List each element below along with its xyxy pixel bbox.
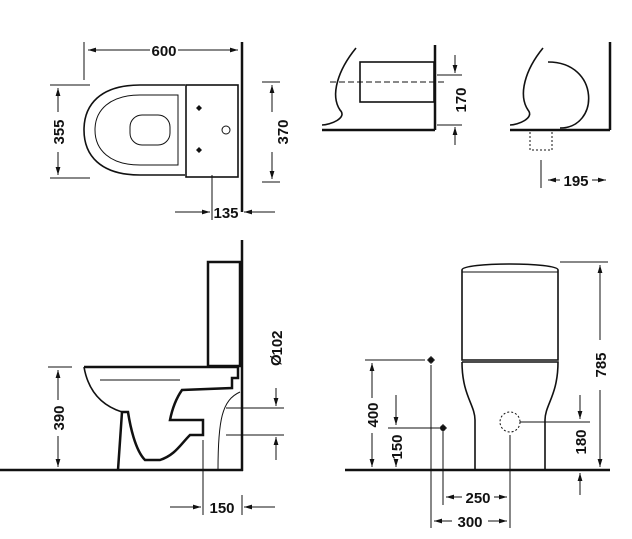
- dim-135: 135: [213, 205, 238, 222]
- dim-170: 170: [453, 87, 470, 112]
- dim-370: 370: [275, 119, 292, 144]
- flush-button-icon: [221, 125, 231, 135]
- side-view: 390 Ø 102 150: [0, 240, 286, 517]
- front-view: 400 150 785 180 250 300: [345, 261, 610, 531]
- dim-355: 355: [51, 119, 68, 144]
- dim-600: 600: [151, 43, 176, 60]
- seat-outline: [94, 94, 179, 166]
- outlet-detail-vertical: 195: [509, 42, 612, 190]
- dim-390: 390: [51, 405, 68, 430]
- dim-250: 250: [465, 490, 490, 507]
- dim-diameter-symbol: Ø: [268, 354, 285, 366]
- bowl-opening: [129, 114, 171, 146]
- outlet-detail-horizontal: 170: [321, 45, 470, 145]
- dim-150-side: 150: [209, 500, 234, 517]
- dim-300: 300: [457, 514, 482, 531]
- dim-785: 785: [593, 352, 610, 377]
- dim-400: 400: [365, 402, 382, 427]
- tank-side: [206, 260, 242, 368]
- top-view: 600 355 370 135: [50, 42, 292, 222]
- fixing-marks: [196, 105, 202, 153]
- dim-180: 180: [573, 429, 590, 454]
- bowl-outline: [83, 84, 185, 176]
- dim-102: 102: [269, 330, 286, 355]
- dim-195: 195: [563, 173, 588, 190]
- dim-150-front: 150: [389, 434, 406, 459]
- tank-front: [461, 263, 559, 361]
